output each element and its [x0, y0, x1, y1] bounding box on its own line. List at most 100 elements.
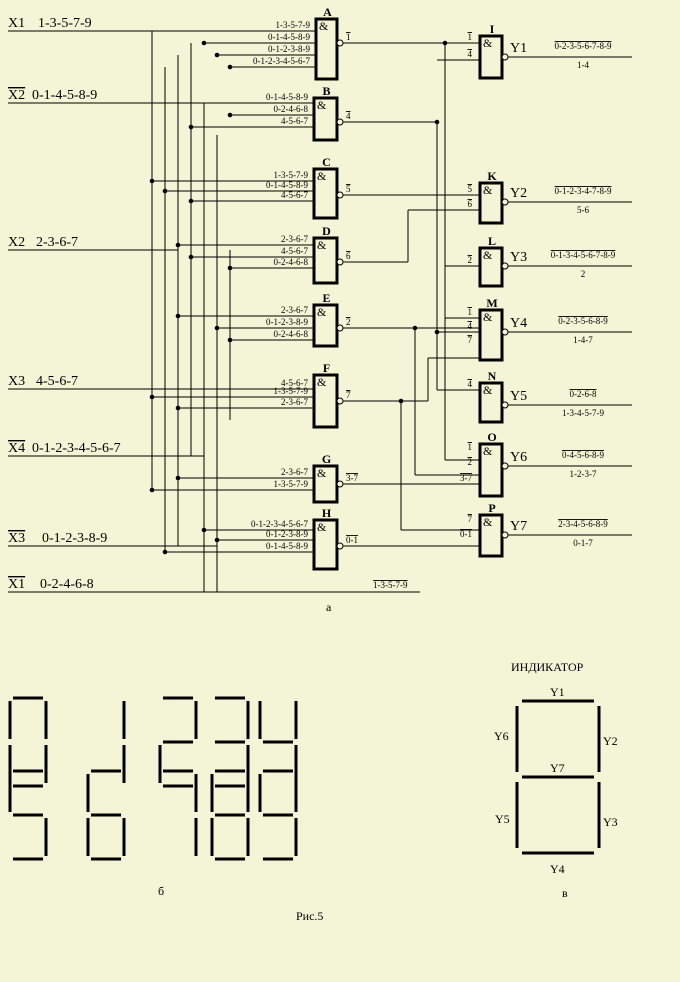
- input-x1-digits: 1-3-5-7-9: [38, 16, 92, 31]
- junction-dot: [214, 537, 220, 543]
- inversion-bubble: [501, 53, 509, 61]
- gate-input-label: 0-2-4-6-8: [274, 329, 309, 339]
- junction-dot: [398, 398, 404, 404]
- gate-d-label: D: [322, 224, 331, 238]
- gate-input-label: 1-3-5-7-9: [276, 20, 311, 30]
- gate-k-label: K: [487, 169, 497, 183]
- and-symbol: &: [317, 466, 327, 480]
- logic-gates: [312, 17, 509, 571]
- gate-l-label: L: [488, 234, 496, 248]
- figure-caption: Рис.5: [296, 909, 323, 923]
- input-x2-digits: 2-3-6-7: [36, 235, 78, 250]
- junction-dot: [201, 40, 207, 46]
- output-y3-inverted-set: 0-1-3-4-5-6-7-8-9: [551, 250, 616, 260]
- input-x3-digits: 4-5-6-7: [36, 374, 78, 389]
- gate-m-label: M: [486, 296, 497, 310]
- output-y1-set: 1-4: [577, 60, 589, 70]
- gate-input-label: 4-5-6-7: [281, 246, 308, 256]
- gate-input-label: 1-3-5-7-9: [274, 386, 309, 396]
- gate-input-label: 2-3-6-7: [281, 467, 308, 477]
- inversion-bubble: [336, 118, 344, 126]
- junction-dot: [412, 325, 418, 331]
- junction-dot: [214, 325, 220, 331]
- indicator-label-y5: Y5: [495, 812, 510, 826]
- junction-dot: [188, 198, 194, 204]
- junction-dot: [434, 119, 440, 125]
- input-x2-digits: 0-1-4-5-8-9: [32, 88, 97, 103]
- inversion-bubble: [501, 462, 509, 470]
- junction-dot: [175, 313, 181, 319]
- gate-input-label: 4-5-6-7: [281, 190, 308, 200]
- junction-dot: [149, 178, 155, 184]
- inversion-bubble: [501, 401, 509, 409]
- inversion-bubble: [501, 198, 509, 206]
- input-x4-name: X4: [8, 441, 25, 456]
- gate-e-label: E: [322, 291, 330, 305]
- gate-input-label: 0-1-2-3-8-9: [268, 44, 310, 54]
- gate-input-label: 1-3-5-7-9: [274, 170, 309, 180]
- gate-input-label: 4: [468, 379, 473, 389]
- junction-dot: [175, 405, 181, 411]
- output-y7-set: 0-1-7: [573, 538, 593, 548]
- junction-dot: [201, 527, 207, 533]
- junction-dot: [149, 394, 155, 400]
- input-x4-digits: 0-1-2-3-4-5-6-7: [32, 441, 121, 456]
- inversion-bubble: [501, 531, 509, 539]
- gate-input-label: 0-1-2-3-8-9: [266, 529, 308, 539]
- indicator-label-y7: Y7: [550, 761, 565, 775]
- bottom-line-label: 1-3-5-7-9: [373, 580, 408, 590]
- gate-input-label: 3-7: [460, 473, 472, 483]
- output-y5-label: Y5: [510, 389, 527, 404]
- junction-dot: [175, 475, 181, 481]
- gate-input-label: 4-5-6-7: [281, 116, 308, 126]
- output-y4-inverted-set: 0-2-3-5-6-8-9: [558, 316, 608, 326]
- inversion-bubble: [336, 397, 344, 405]
- seven-segment-digit: [210, 769, 250, 861]
- inversion-bubble: [336, 542, 344, 550]
- gate-input-label: 0-1-4-5-8-9: [268, 32, 310, 42]
- gate-o-body: [478, 442, 504, 498]
- output-y4-label: Y4: [510, 316, 527, 331]
- junction-dot: [227, 265, 233, 271]
- gate-input-label: 7: [468, 335, 473, 345]
- gate-n-body: [478, 381, 504, 424]
- gate-input-label: 1: [468, 32, 473, 42]
- junction-dot: [442, 40, 448, 46]
- input-x3-name: X3: [8, 374, 25, 389]
- gate-input-label: 0-1: [460, 529, 472, 539]
- caption-v: в: [562, 886, 568, 900]
- gate-i-label: I: [490, 22, 495, 36]
- input-x2-name: X2: [8, 88, 25, 103]
- gate-input-label: 1: [468, 307, 473, 317]
- gate-input-label: 0-1-2-3-8-9: [266, 317, 308, 327]
- and-symbol: &: [483, 36, 493, 50]
- inversion-bubble: [501, 328, 509, 336]
- gate-input-label: 2-3-6-7: [281, 234, 308, 244]
- gate-input-label: 6: [468, 199, 473, 209]
- indicator-segments: [515, 699, 601, 855]
- indicator-label-y6: Y6: [494, 729, 509, 743]
- input-x1-digits: 0-2-4-6-8: [40, 577, 94, 592]
- seven-segment-digit: [163, 769, 198, 856]
- gate-input-label: 0-1-4-5-8-9: [266, 92, 308, 102]
- and-symbol: &: [317, 375, 327, 389]
- input-x3-name: X3: [8, 531, 25, 546]
- gate-h-label: H: [322, 506, 332, 520]
- seven-segment-digit: [8, 769, 48, 861]
- wiring: [8, 30, 632, 593]
- inversion-bubble: [336, 258, 344, 266]
- seven-segment-digits: [8, 696, 298, 861]
- and-symbol: &: [483, 515, 493, 529]
- input-x2-name: X2: [8, 235, 25, 250]
- junction-dot: [434, 329, 440, 335]
- output-y1-inverted-set: 0-2-3-5-6-7-8-9: [555, 41, 612, 51]
- gate-input-label: 1: [468, 442, 473, 452]
- gate-g-label: G: [322, 452, 331, 466]
- indicator-label-y2: Y2: [603, 734, 618, 748]
- gate-input-label: 0-1-2-3-4-5-6-7: [251, 519, 308, 529]
- and-symbol: &: [317, 305, 327, 319]
- indicator-label-y1: Y1: [550, 685, 565, 699]
- input-x1-name: X1: [8, 577, 25, 592]
